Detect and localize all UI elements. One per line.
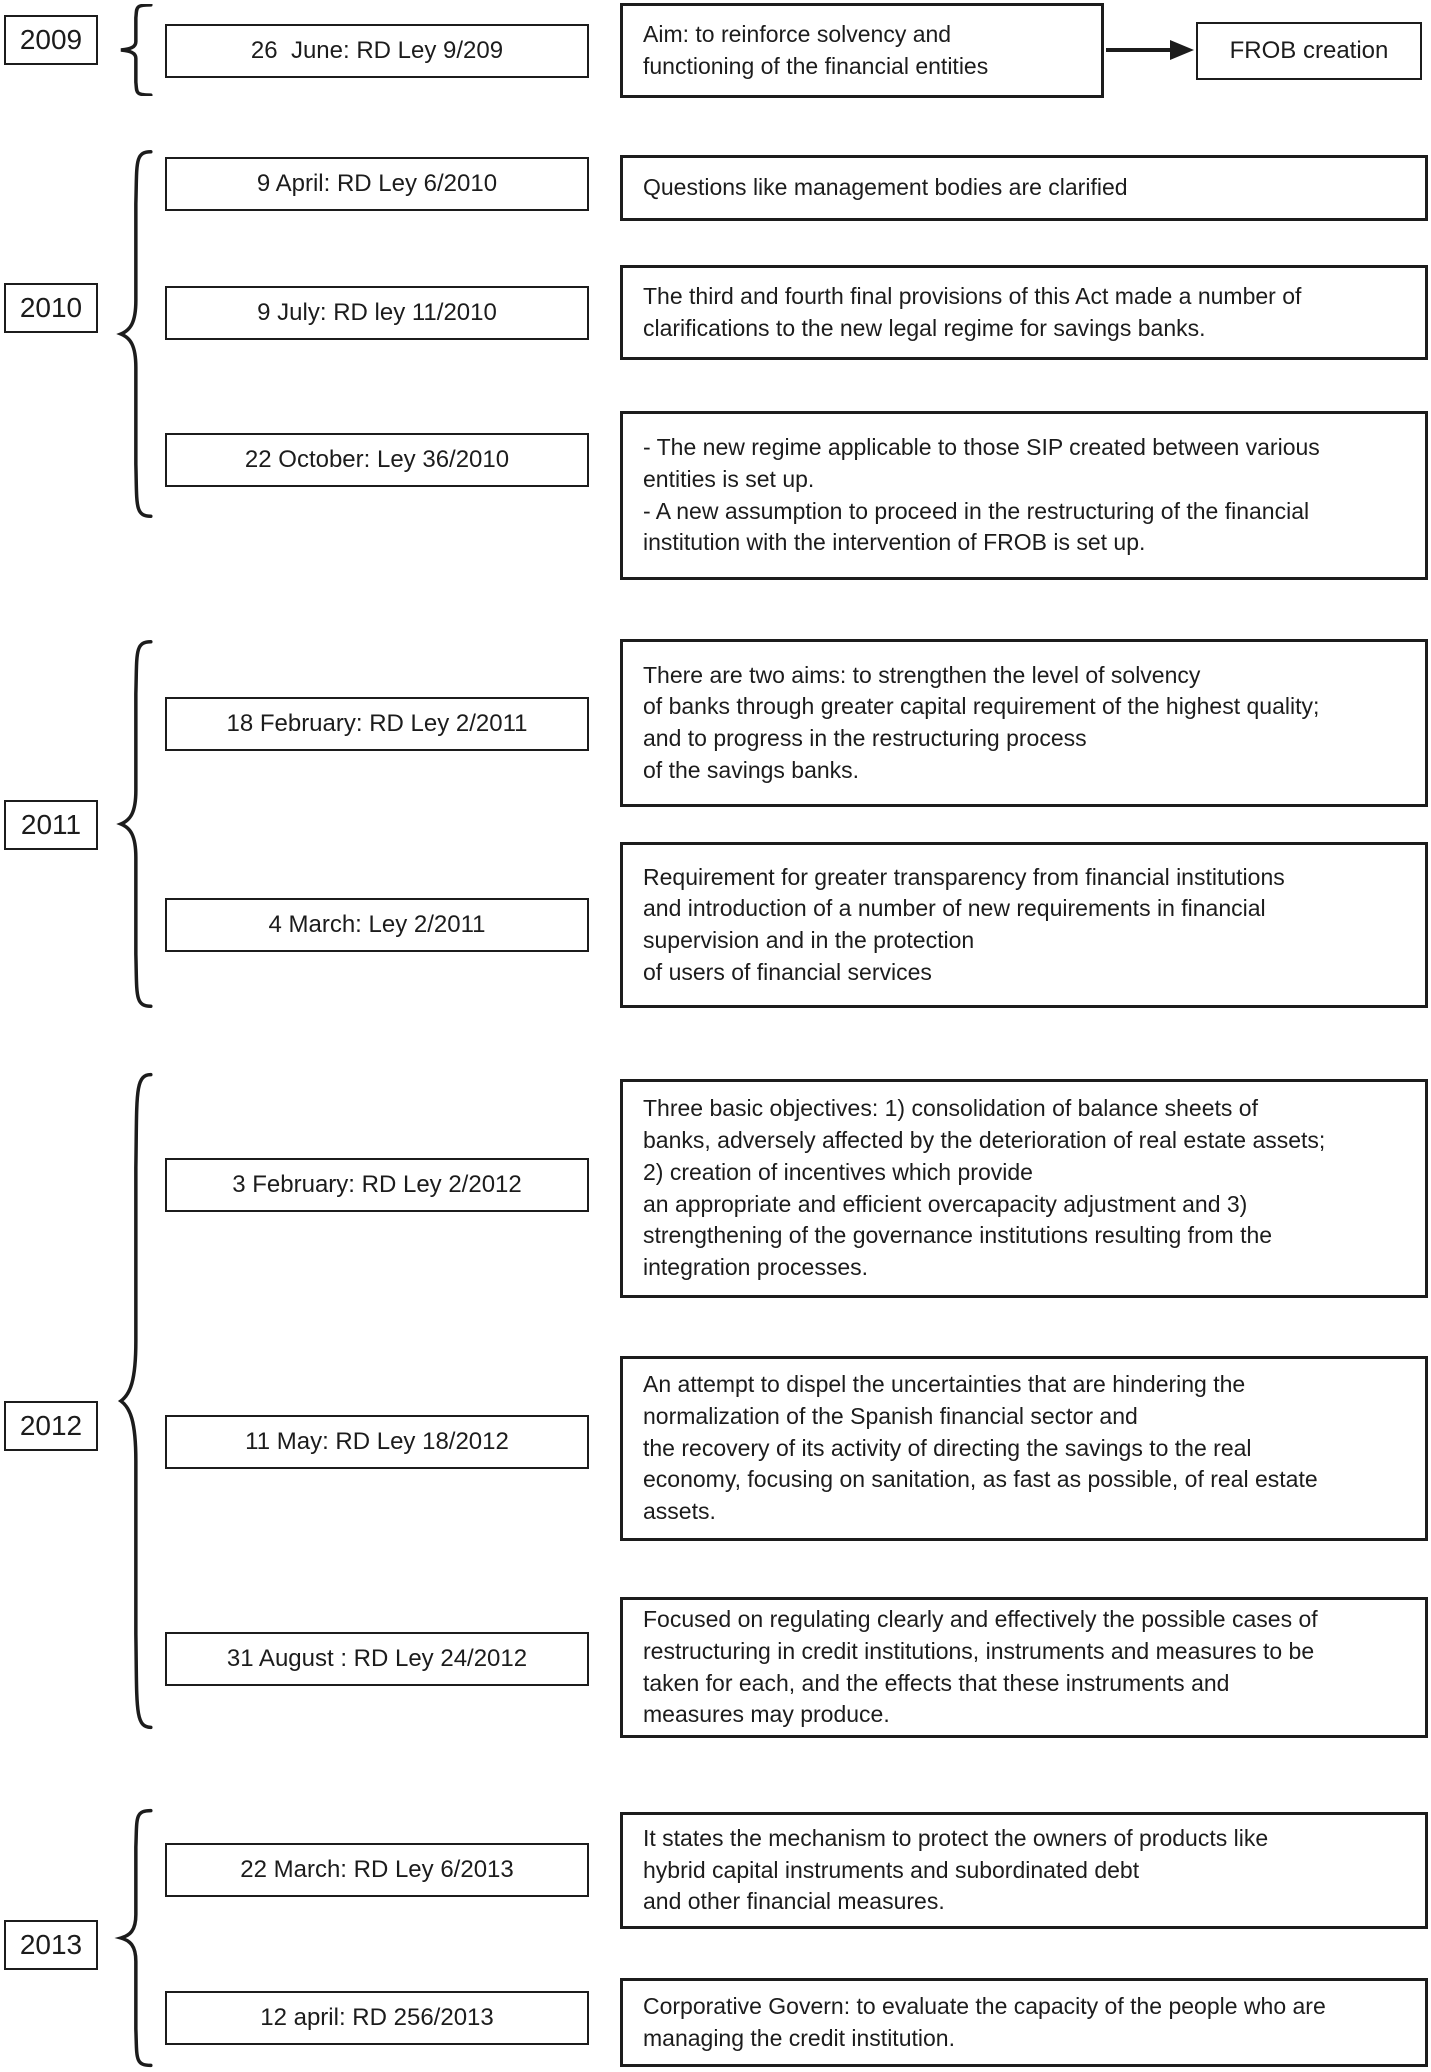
description-box-2010-october: - The new regime applicable to those SIP… <box>620 411 1428 580</box>
description-box-2011-march: Requirement for greater transparency fro… <box>620 842 1428 1008</box>
year-brace-2013 <box>114 1808 160 2068</box>
description-text: An attempt to dispel the uncertainties t… <box>643 1371 1318 1525</box>
law-box-2010-july: 9 July: RD ley 11/2010 <box>165 286 589 340</box>
law-box-2011-march: 4 March: Ley 2/2011 <box>165 898 589 952</box>
year-label: 2012 <box>19 1410 83 1441</box>
description-box-2012-august: Focused on regulating clearly and effect… <box>620 1597 1428 1738</box>
description-box-2013-april: Corporative Govern: to evaluate the capa… <box>620 1978 1428 2067</box>
description-text: Three basic objectives: 1) consolidation… <box>643 1095 1326 1280</box>
description-box-2010-july: The third and fourth final provisions of… <box>620 265 1428 360</box>
year-brace-2011 <box>114 638 160 1010</box>
arrow-to-frob <box>1106 36 1194 64</box>
description-text: It states the mechanism to protect the o… <box>643 1824 1269 1915</box>
description-text: Requirement for greater transparency fro… <box>643 863 1285 985</box>
law-box-2011-february: 18 February: RD Ley 2/2011 <box>165 697 589 751</box>
year-label: 2011 <box>20 809 82 840</box>
year-brace-2009 <box>114 4 160 96</box>
law-date-label: 22 March: RD Ley 6/2013 <box>240 1856 514 1883</box>
law-date-label: 26 June: RD Ley 9/209 <box>250 37 504 64</box>
description-text: There are two aims: to strengthen the le… <box>643 661 1320 783</box>
year-label: 2013 <box>19 1929 83 1960</box>
law-box-2012-may: 11 May: RD Ley 18/2012 <box>165 1415 589 1469</box>
frob-creation-label: FROB creation <box>1229 37 1389 64</box>
law-box-2012-august: 31 August : RD Ley 24/2012 <box>165 1632 589 1686</box>
law-date-label: 22 October: Ley 36/2010 <box>244 446 510 473</box>
law-box-2013-march: 22 March: RD Ley 6/2013 <box>165 1843 589 1897</box>
year-brace-2010 <box>114 148 160 520</box>
year-box-2009: 2009 <box>4 15 98 65</box>
description-text: The third and fourth final provisions of… <box>643 282 1302 341</box>
law-date-label: 3 February: RD Ley 2/2012 <box>232 1171 522 1198</box>
year-box-2011: 2011 <box>4 800 98 850</box>
law-date-label: 12 april: RD 256/2013 <box>260 2004 494 2031</box>
year-label: 2009 <box>19 24 83 55</box>
law-box-2013-april: 12 april: RD 256/2013 <box>165 1991 589 2045</box>
year-box-2010: 2010 <box>4 283 98 333</box>
description-box-2010-april: Questions like management bodies are cla… <box>620 155 1428 221</box>
law-box-2012-february: 3 February: RD Ley 2/2012 <box>165 1158 589 1212</box>
description-box-2012-february: Three basic objectives: 1) consolidation… <box>620 1079 1428 1298</box>
year-box-2013: 2013 <box>4 1920 98 1970</box>
year-label: 2010 <box>19 292 83 323</box>
law-box-2009-june: 26 June: RD Ley 9/209 <box>165 24 589 78</box>
description-text: Focused on regulating clearly and effect… <box>643 1606 1318 1728</box>
year-brace-2012 <box>114 1068 160 1734</box>
description-text: Corporative Govern: to evaluate the capa… <box>643 1992 1326 2051</box>
description-box-2012-may: An attempt to dispel the uncertainties t… <box>620 1356 1428 1541</box>
description-text: - The new regime applicable to those SIP… <box>643 434 1320 556</box>
law-box-2010-april: 9 April: RD Ley 6/2010 <box>165 157 589 211</box>
description-box-2013-march: It states the mechanism to protect the o… <box>620 1812 1428 1929</box>
description-box-2009-june: Aim: to reinforce solvency and functioni… <box>620 3 1104 98</box>
law-box-2010-october: 22 October: Ley 36/2010 <box>165 433 589 487</box>
law-date-label: 9 April: RD Ley 6/2010 <box>256 170 498 197</box>
law-date-label: 18 February: RD Ley 2/2011 <box>226 710 528 737</box>
law-date-label: 31 August : RD Ley 24/2012 <box>226 1645 528 1672</box>
description-box-2011-february: There are two aims: to strengthen the le… <box>620 639 1428 807</box>
law-date-label: 9 July: RD ley 11/2010 <box>257 299 497 326</box>
description-text: Questions like management bodies are cla… <box>643 174 1128 201</box>
description-text: Aim: to reinforce solvency and functioni… <box>643 20 989 79</box>
year-box-2012: 2012 <box>4 1401 98 1451</box>
law-date-label: 11 May: RD Ley 18/2012 <box>245 1428 509 1455</box>
frob-creation-box: FROB creation <box>1196 22 1422 80</box>
law-date-label: 4 March: Ley 2/2011 <box>268 911 486 938</box>
